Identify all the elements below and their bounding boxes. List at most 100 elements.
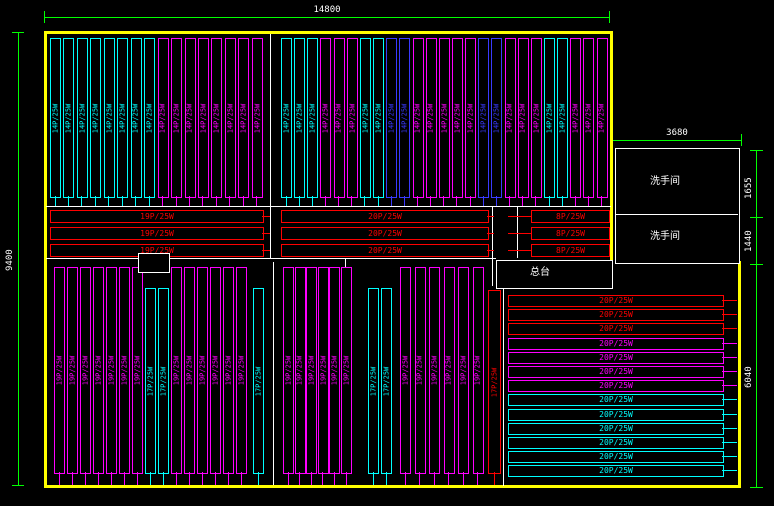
machine-strip: 14P/25W	[130, 38, 142, 198]
counter-row-right: 8P/25W	[531, 227, 610, 240]
strip-tick	[561, 196, 563, 206]
strip-tick	[299, 472, 301, 485]
strip-tick	[162, 196, 164, 206]
counter-row-middle-label: 20P/25W	[368, 245, 402, 255]
strip-tick	[298, 196, 300, 206]
dimension-right-tick-2	[750, 217, 763, 218]
strip-tick	[54, 196, 56, 206]
strip-tick	[135, 196, 137, 206]
washroom-2-label: 洗手间	[650, 231, 680, 242]
machine-strip: 19P/25W	[429, 267, 440, 474]
machine-strip: 14P/25W	[346, 38, 358, 198]
machine-strip-label: 14P/25W	[492, 103, 501, 133]
strip-tick	[175, 196, 177, 206]
counter-row-right: 8P/25W	[531, 244, 610, 257]
seat-bar-tick	[722, 427, 737, 429]
wall-vertical-barszone-left	[503, 288, 504, 486]
strip-tick	[175, 472, 177, 485]
machine-strip: 14P/25W	[281, 38, 292, 198]
machine-strip: 19P/25W	[184, 267, 195, 474]
counter-row-left: 19P/25W	[50, 227, 264, 240]
machine-strip-label: 19P/25W	[295, 355, 304, 386]
strip-tick	[509, 196, 511, 206]
machine-strip: 14P/25W	[544, 38, 555, 198]
seat-bar: 20P/25W	[508, 437, 724, 449]
strip-tick	[311, 196, 313, 206]
wall-yellow-left	[44, 31, 47, 488]
machine-strip: 14P/25W	[465, 38, 477, 198]
machine-strip-label: 19P/25W	[459, 355, 468, 386]
dimension-right-line	[756, 150, 757, 488]
machine-strip-label: 14P/25W	[321, 103, 330, 133]
strip-tick	[123, 472, 125, 485]
strip-tick	[94, 196, 96, 206]
machine-strip: 17P/25W	[368, 288, 379, 474]
machine-strip-label: 14P/25W	[51, 103, 60, 133]
machine-strip-label: 19P/25W	[330, 355, 339, 386]
strip-tick	[372, 472, 374, 485]
seat-bar: 20P/25W	[508, 451, 724, 464]
machine-strip-label: 17P/25W	[369, 366, 378, 396]
strip-tick	[522, 196, 524, 206]
seat-bar-label: 20P/25W	[599, 352, 633, 362]
wall-vertical-rightbars-left-top	[517, 206, 518, 258]
dimension-left-line	[18, 32, 19, 486]
machine-strip-label: 14P/25W	[505, 103, 514, 133]
machine-strip: 14P/25W	[90, 38, 102, 198]
machine-strip-label: 14P/25W	[584, 103, 593, 133]
counter-row-tick	[508, 232, 531, 234]
strip-tick	[403, 196, 405, 206]
seat-bar: 20P/25W	[508, 366, 724, 378]
wall-divider-upper	[46, 206, 611, 207]
machine-strip-label: 14P/25W	[212, 103, 221, 133]
washroom-block	[615, 148, 740, 264]
machine-strip-label: 14P/25W	[518, 103, 527, 133]
machine-strip: 14P/25W	[491, 38, 503, 198]
machine-strip: 14P/25W	[438, 38, 450, 198]
strip-tick	[385, 472, 387, 485]
machine-strip: 14P/25W	[517, 38, 529, 198]
machine-strip: 14P/25W	[117, 38, 129, 198]
machine-strip: 14P/25W	[184, 38, 196, 198]
strip-tick	[110, 472, 112, 485]
strip-tick	[493, 472, 495, 485]
machine-strip-label: 14P/25W	[531, 103, 540, 133]
machine-strip: 19P/25W	[223, 267, 234, 474]
seat-bar: 20P/25W	[508, 309, 724, 322]
machine-strip: 17P/25W	[145, 288, 156, 474]
seat-bar-tick	[722, 342, 737, 344]
machine-strip-label: 14P/25W	[308, 103, 317, 133]
machine-strip: 19P/25W	[283, 267, 294, 474]
machine-strip-label: 14P/25W	[400, 103, 409, 133]
machine-strip: 14P/25W	[50, 38, 61, 198]
seat-bar: 20P/25W	[508, 351, 724, 364]
machine-strip-label: 19P/25W	[430, 355, 439, 386]
machine-strip-label: 14P/25W	[545, 103, 554, 133]
strip-tick	[310, 472, 312, 485]
dimension-righttop-line	[612, 140, 742, 141]
wall-notch-box	[138, 253, 170, 273]
seat-bar-label: 20P/25W	[599, 367, 633, 376]
seat-bar-tick	[722, 470, 737, 472]
machine-strip-label: 14P/25W	[172, 103, 181, 133]
strip-tick	[71, 472, 73, 485]
strip-tick	[574, 196, 576, 206]
washroom-1-label: 洗手间	[650, 176, 680, 187]
seat-bar-label: 20P/25W	[599, 438, 633, 447]
dimension-left-label: 9400	[5, 249, 15, 271]
machine-strip-label: 19P/25W	[94, 355, 103, 386]
machine-strip: 19P/25W	[80, 267, 91, 474]
strip-tick	[448, 472, 449, 485]
counter-row-right: 8P/25W	[531, 210, 610, 223]
counter-row-tick	[262, 232, 270, 234]
machine-strip-label: 19P/25W	[401, 355, 410, 386]
machine-strip-label: 14P/25W	[360, 103, 369, 133]
machine-strip: 14P/25W	[157, 38, 169, 198]
machine-strip-label: 19P/25W	[81, 355, 90, 386]
counter-row-middle: 20P/25W	[281, 210, 489, 223]
machine-strip-label: 14P/25W	[118, 103, 127, 133]
machine-strip: 19P/25W	[414, 267, 426, 474]
strip-tick	[242, 196, 244, 206]
machine-strip: 14P/25W	[570, 38, 582, 198]
